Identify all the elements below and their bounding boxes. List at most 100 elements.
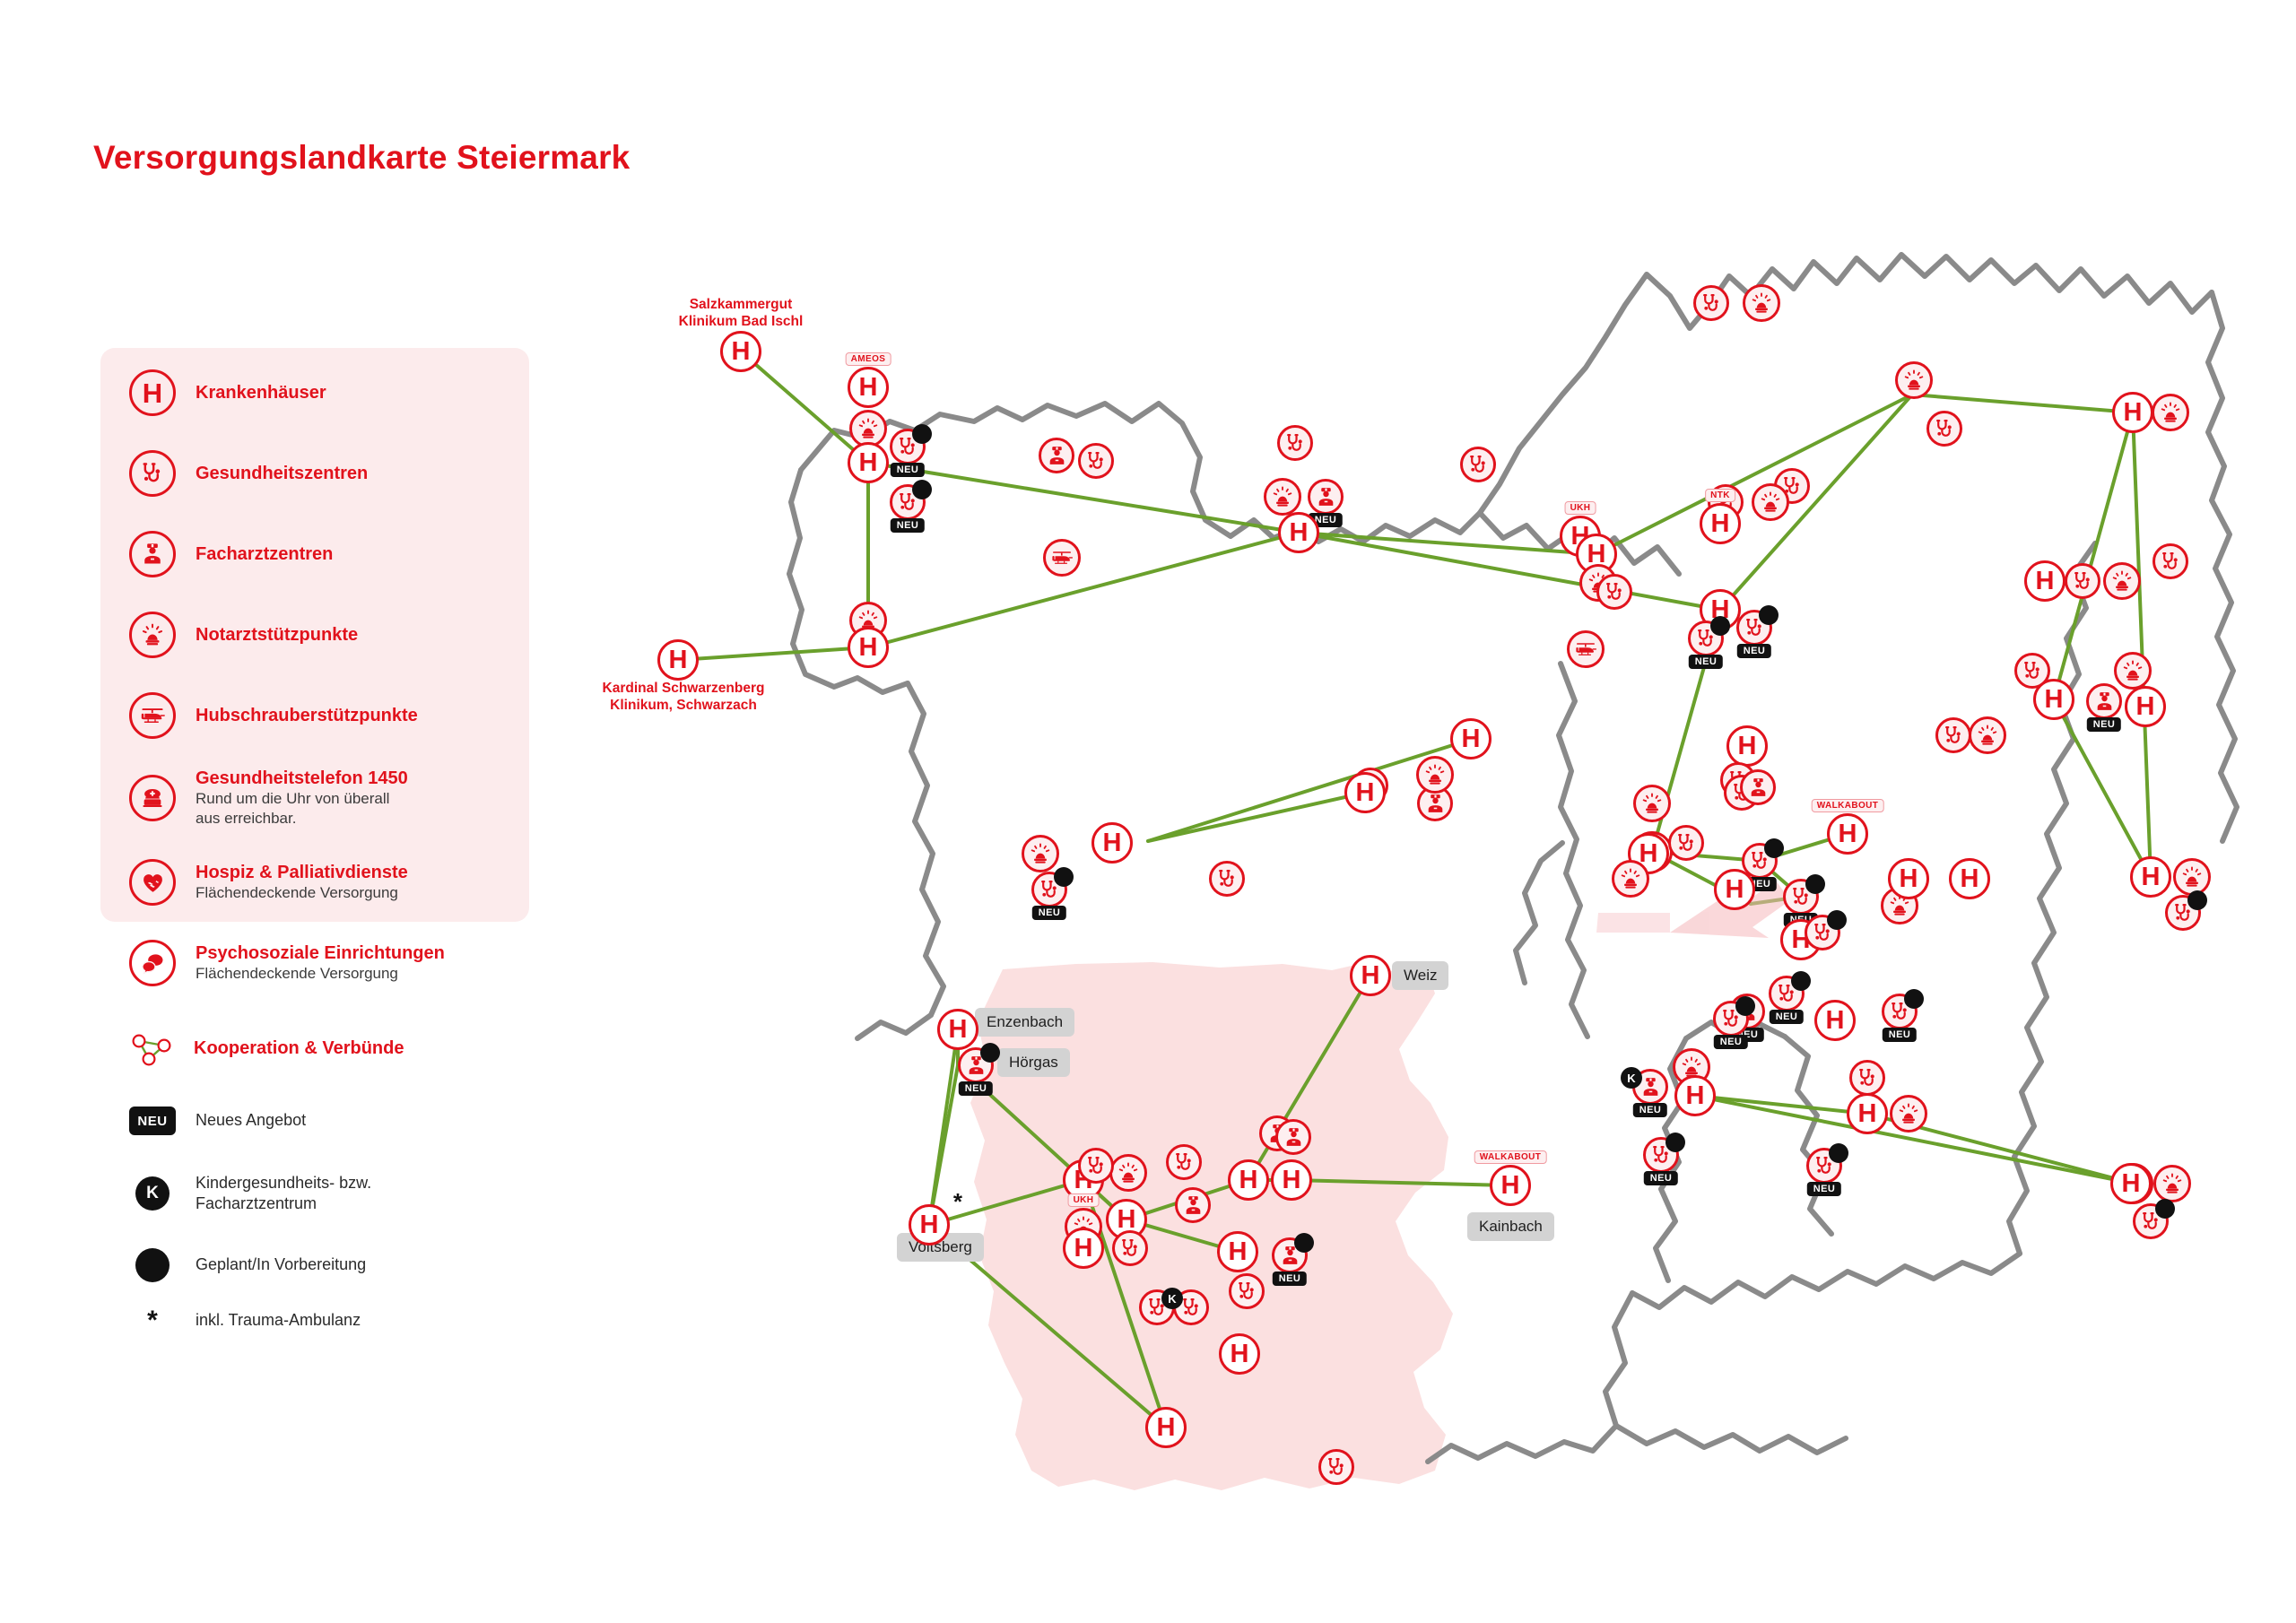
health-centre-marker[interactable] xyxy=(2014,653,2050,689)
emergency-doctor-marker[interactable] xyxy=(2114,652,2152,690)
hospital-marker[interactable]: H xyxy=(1278,512,1319,553)
health-centre-marker[interactable] xyxy=(1805,910,1847,950)
emergency-doctor-marker[interactable] xyxy=(1633,785,1671,822)
emergency-doctor-marker[interactable] xyxy=(1969,716,2006,754)
hospital-marker[interactable]: H xyxy=(1217,1231,1258,1272)
city-label-kainbach[interactable]: Kainbach xyxy=(1467,1212,1554,1241)
legend-item-krankenhaeuser[interactable]: H Krankenhäuser xyxy=(129,369,326,416)
emergency-doctor-marker[interactable] xyxy=(1612,860,1649,898)
health-centre-marker[interactable]: K xyxy=(1161,1288,1209,1325)
emergency-doctor-marker[interactable] xyxy=(2153,1165,2191,1202)
health-centre-marker[interactable]: NEU xyxy=(1769,971,1811,1024)
emergency-doctor-marker[interactable] xyxy=(1743,284,1780,322)
legend-item-psychosoziale[interactable]: Psychosoziale Einrichtungen Flächendecke… xyxy=(129,940,445,986)
legend-item-hubschrauberstuetzpunkte[interactable]: Hubschrauberstützpunkte xyxy=(129,692,418,739)
legend-marker-kindergesundheit[interactable]: K Kindergesundheits- bzw.Facharztzentrum xyxy=(129,1173,371,1215)
health-centre-marker[interactable] xyxy=(2133,1199,2175,1239)
specialist-centre-marker[interactable]: NEU xyxy=(1272,1233,1314,1286)
health-centre-marker[interactable]: NEU xyxy=(1783,874,1825,927)
health-centre-marker[interactable] xyxy=(1926,411,1962,447)
hospital-marker[interactable]: H xyxy=(2110,1163,2152,1204)
emergency-doctor-marker[interactable] xyxy=(2173,858,2211,896)
hospital-marker[interactable]: H xyxy=(657,639,699,681)
health-centre-marker[interactable]: NEU xyxy=(1882,989,1924,1042)
hospital-marker[interactable]: H xyxy=(1228,1159,1269,1201)
hospital-marker[interactable]: H xyxy=(1814,1000,1856,1041)
health-centre-marker[interactable] xyxy=(1318,1449,1354,1485)
health-centre-marker[interactable] xyxy=(1668,825,1704,861)
hospital-marker[interactable]: H xyxy=(2112,392,2153,433)
health-centre-marker[interactable] xyxy=(2165,890,2207,931)
legend-item-notarztstuetzpunkte[interactable]: Notarztstützpunkte xyxy=(129,612,358,658)
hospital-marker[interactable]: H xyxy=(1714,869,1755,910)
emergency-doctor-marker[interactable] xyxy=(2103,562,2141,600)
emergency-doctor-marker[interactable] xyxy=(1895,361,1933,399)
emergency-doctor-marker[interactable] xyxy=(1109,1154,1147,1192)
health-centre-marker[interactable]: NEU xyxy=(1031,867,1074,920)
health-centre-marker[interactable] xyxy=(1849,1060,1885,1096)
legend-item-hospiz[interactable]: Hospiz & Palliativdienste Flächendeckend… xyxy=(129,859,408,906)
helicopter-base-marker[interactable] xyxy=(1567,630,1605,668)
hospital-marker[interactable]: H xyxy=(1949,858,1990,899)
hospital-marker[interactable]: H xyxy=(2125,686,2166,727)
hospital-marker[interactable]: H xyxy=(1628,833,1669,874)
legend-marker-neu[interactable]: NEU Neues Angebot xyxy=(129,1107,306,1135)
hospital-marker[interactable]: H xyxy=(1674,1075,1716,1116)
health-centre-marker[interactable] xyxy=(1460,447,1496,482)
legend-item-gesundheitstelefon[interactable]: Gesundheitstelefon 1450 Rund um die Uhr … xyxy=(129,768,408,829)
specialist-centre-marker[interactable] xyxy=(1740,769,1776,805)
city-label-hoergas[interactable]: Hörgas xyxy=(997,1048,1070,1077)
hospital-marker[interactable]: H xyxy=(937,1009,978,1050)
health-centre-marker[interactable] xyxy=(1166,1144,1202,1180)
health-centre-marker[interactable]: NEU xyxy=(1806,1143,1848,1196)
hospital-marker[interactable]: H xyxy=(1726,725,1768,767)
hospital-marker[interactable]: H* xyxy=(909,1190,962,1245)
health-centre-marker[interactable] xyxy=(1935,717,1971,753)
health-centre-marker[interactable]: NEU xyxy=(1643,1133,1685,1185)
legend-item-kooperation[interactable]: Kooperation & Verbünde xyxy=(127,1028,404,1069)
hospital-marker[interactable]: H xyxy=(1847,1093,1888,1134)
hospital-marker[interactable]: H xyxy=(2130,856,2171,898)
health-centre-marker[interactable]: NEU xyxy=(1688,616,1730,669)
health-centre-marker[interactable] xyxy=(1112,1230,1148,1266)
health-centre-marker[interactable]: NEU xyxy=(890,480,932,533)
health-centre-marker[interactable] xyxy=(1209,861,1245,897)
health-centre-marker[interactable]: NEU xyxy=(890,424,932,477)
hospital-marker[interactable]: H xyxy=(1271,1159,1312,1201)
health-centre-marker[interactable] xyxy=(1078,443,1114,479)
helicopter-base-marker[interactable] xyxy=(1043,539,1081,577)
health-centre-marker[interactable] xyxy=(1078,1148,1114,1184)
hospital-marker[interactable]: H xyxy=(1091,822,1133,864)
hospital-marker[interactable]: H xyxy=(1350,955,1391,996)
specialist-centre-marker[interactable]: NEU xyxy=(1308,479,1344,527)
specialist-centre-marker[interactable]: NEU xyxy=(2086,683,2122,732)
emergency-doctor-marker[interactable] xyxy=(1264,478,1301,516)
emergency-doctor-marker[interactable] xyxy=(1022,835,1059,872)
health-centre-marker[interactable] xyxy=(2065,563,2100,599)
emergency-doctor-marker[interactable] xyxy=(1752,483,1789,521)
hospital-marker[interactable]: H xyxy=(1888,858,1929,899)
health-centre-marker[interactable]: NEU xyxy=(1736,605,1779,658)
legend-item-facharztzentren[interactable]: Facharztzentren xyxy=(129,531,333,577)
hospital-marker[interactable]: H xyxy=(1145,1407,1187,1448)
emergency-doctor-marker[interactable] xyxy=(1890,1095,1927,1133)
specialist-centre-marker[interactable] xyxy=(1175,1187,1211,1223)
legend-item-gesundheitszentren[interactable]: Gesundheitszentren xyxy=(129,450,368,497)
health-centre-marker[interactable]: NEU xyxy=(1713,996,1755,1049)
specialist-centre-marker[interactable] xyxy=(1275,1119,1311,1155)
health-centre-marker[interactable] xyxy=(1229,1273,1265,1309)
health-centre-marker[interactable] xyxy=(1693,285,1729,321)
hospital-marker[interactable]: H xyxy=(2024,560,2066,602)
hospital-marker[interactable]: H xyxy=(848,627,889,668)
hospital-marker[interactable]: H xyxy=(848,442,889,483)
emergency-doctor-marker[interactable] xyxy=(1416,756,1454,794)
city-label-enzenbach[interactable]: Enzenbach xyxy=(975,1008,1075,1037)
specialist-centre-marker[interactable]: NEU xyxy=(958,1043,1000,1096)
legend-marker-geplant[interactable]: Geplant/In Vorbereitung xyxy=(129,1248,366,1282)
